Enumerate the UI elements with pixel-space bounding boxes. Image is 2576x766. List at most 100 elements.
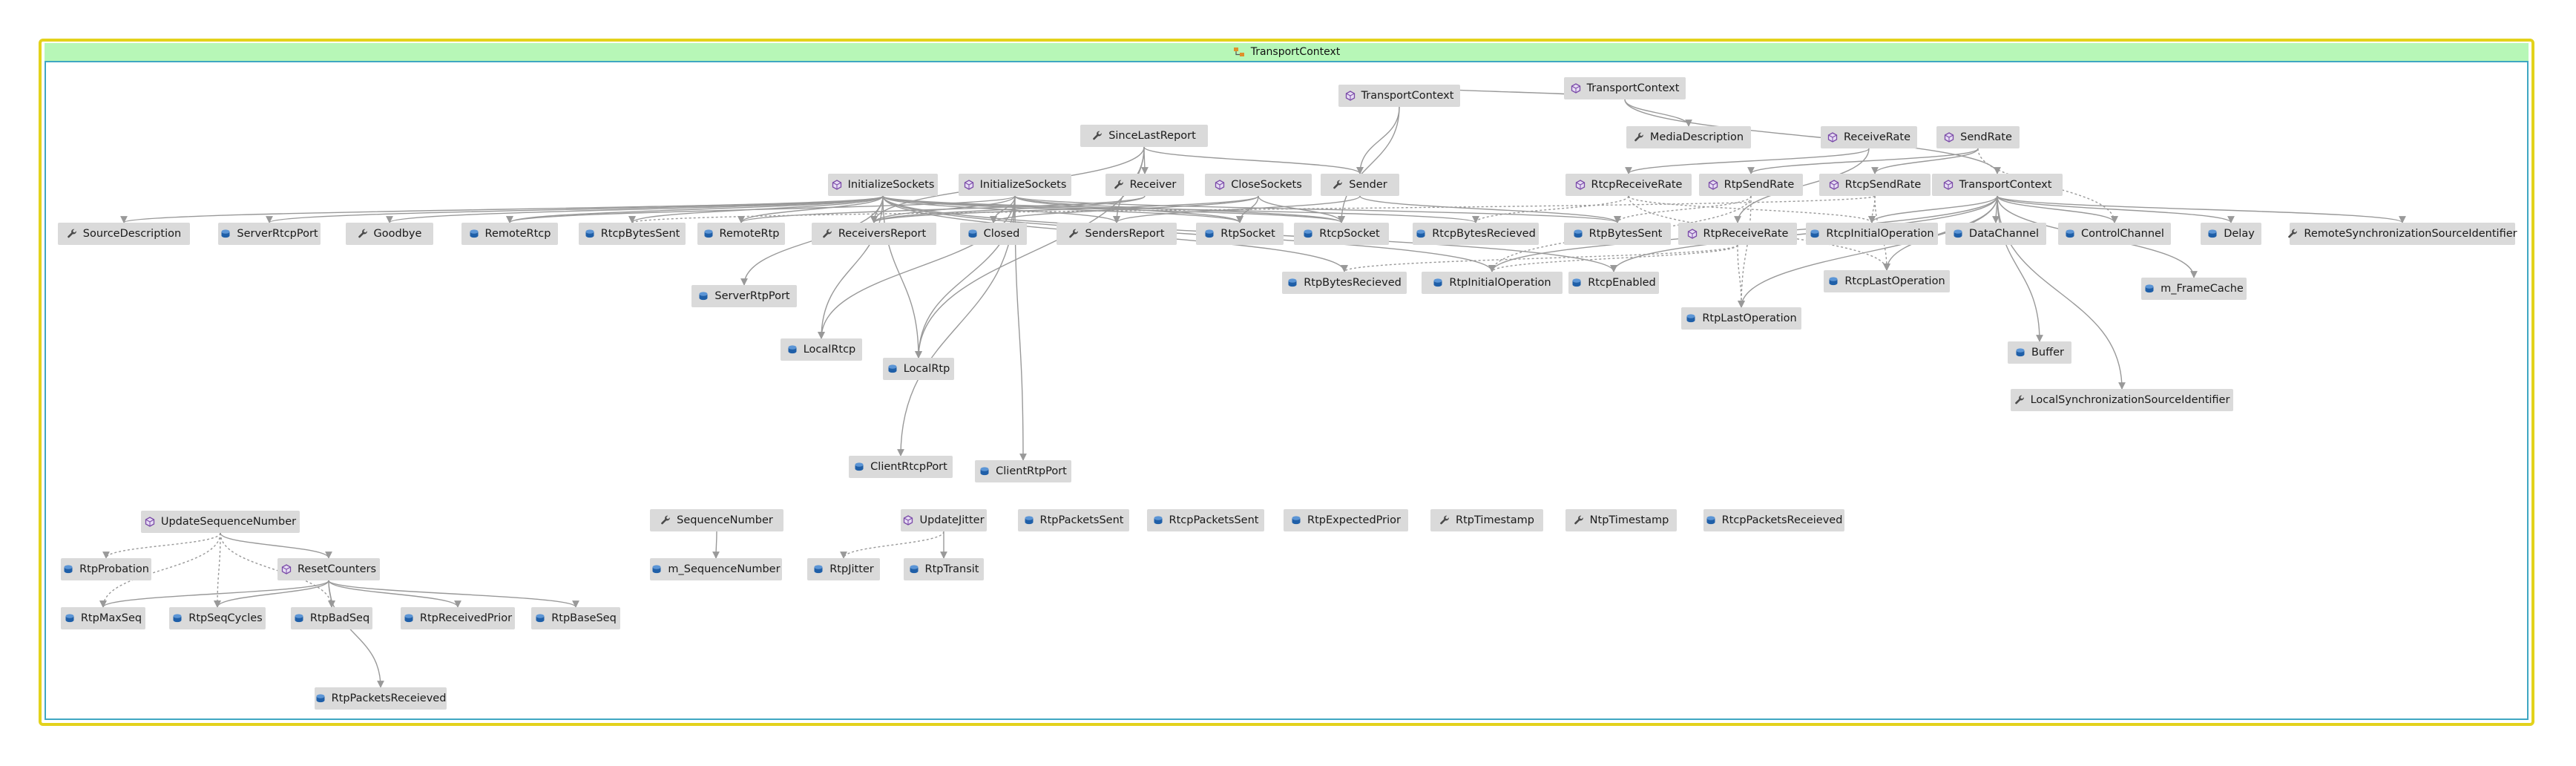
node-label: Buffer — [2031, 347, 2064, 359]
node-label: SendersReport — [1085, 228, 1165, 240]
edge-send-rate-to-rtcp-send-rate — [1871, 148, 1979, 174]
node-rtcp-receive-rate[interactable]: RtcpReceiveRate — [1565, 174, 1692, 196]
node-senders-report[interactable]: SendersReport — [1057, 223, 1177, 245]
node-rtp-receive-rate[interactable]: RtpReceiveRate — [1678, 223, 1797, 245]
node-buffer[interactable]: Buffer — [2008, 341, 2071, 364]
node-rtp-bad-seq[interactable]: RtpBadSeq — [291, 607, 372, 629]
node-close-sockets[interactable]: CloseSockets — [1205, 174, 1312, 196]
edge-initialize-sockets1-to-rtcp-socket — [882, 195, 1345, 223]
field-icon — [814, 565, 823, 574]
edge-transport-context-b-to-media-description — [1624, 99, 1692, 127]
node-m-sequence-number[interactable]: m_SequenceNumber — [650, 558, 782, 580]
node-rtp-send-rate[interactable]: RtpSendRate — [1699, 174, 1803, 196]
field-icon — [1288, 278, 1297, 287]
node-label: SendRate — [1960, 131, 2012, 143]
node-remote-rtcp[interactable]: RemoteRtcp — [461, 223, 558, 245]
node-rtcp-socket[interactable]: RtcpSocket — [1294, 223, 1389, 245]
node-rtcp-packets-sent[interactable]: RtcpPacketsSent — [1147, 509, 1264, 531]
node-rtp-probation[interactable]: RtpProbation — [61, 558, 151, 580]
node-label: RtpReceivedPrior — [419, 612, 513, 624]
node-label: RtpBytesRecieved — [1304, 277, 1402, 289]
node-closed[interactable]: Closed — [960, 223, 1027, 245]
method-icon — [964, 180, 973, 190]
node-transport-context-c[interactable]: TransportContext — [1932, 174, 2063, 196]
node-rtp-expected-prior[interactable]: RtpExpectedPrior — [1284, 509, 1408, 531]
edge-rtp-receive-rate-to-rtp-initial-operation — [1488, 244, 1738, 272]
node-label: Receiver — [1129, 179, 1177, 191]
node-initialize-sockets1[interactable]: InitializeSockets — [828, 174, 938, 196]
node-local-ssrc[interactable]: LocalSynchronizationSourceIdentifier — [2011, 389, 2233, 411]
node-rtcp-bytes-sent[interactable]: RtcpBytesSent — [579, 223, 686, 245]
diagram-title: TransportContext — [1250, 46, 1341, 58]
field-icon — [652, 565, 661, 574]
node-rtp-seq-cycles[interactable]: RtpSeqCycles — [169, 607, 266, 629]
edge-initialize-sockets1-to-local-rtp — [882, 195, 922, 359]
node-rtcp-send-rate[interactable]: RtcpSendRate — [1819, 174, 1931, 196]
field-icon — [1574, 229, 1583, 238]
node-local-rtcp[interactable]: LocalRtcp — [781, 338, 862, 361]
node-local-rtp[interactable]: LocalRtp — [883, 358, 954, 380]
method-icon — [1827, 132, 1838, 143]
node-transport-context-b[interactable]: TransportContext — [1564, 77, 1686, 99]
node-reset-counters[interactable]: ResetCounters — [277, 558, 380, 580]
node-label: RtpJitter — [829, 563, 874, 575]
edge-initialize-sockets1-to-remote-rtcp — [506, 195, 884, 223]
node-rtcp-bytes-recieved[interactable]: RtcpBytesRecieved — [1413, 223, 1539, 245]
node-label: ResetCounters — [298, 563, 377, 575]
edge-rtcp-send-rate-to-rtcp-bytes-sent — [628, 195, 1876, 223]
node-rtp-timestamp[interactable]: RtpTimestamp — [1430, 509, 1543, 531]
node-label: NtpTimestamp — [1589, 514, 1669, 526]
node-sequence-number[interactable]: SequenceNumber — [650, 509, 783, 531]
field-icon — [2066, 229, 2074, 238]
node-update-sequence-number[interactable]: UpdateSequenceNumber — [141, 511, 300, 533]
node-rtp-packets-sent[interactable]: RtpPacketsSent — [1018, 509, 1129, 531]
node-receiver[interactable]: Receiver — [1105, 174, 1184, 196]
node-rtp-base-seq[interactable]: RtpBaseSeq — [531, 607, 620, 629]
node-send-rate[interactable]: SendRate — [1936, 126, 2020, 148]
node-ntp-timestamp[interactable]: NtpTimestamp — [1565, 509, 1677, 531]
node-server-rtp-port[interactable]: ServerRtpPort — [691, 285, 797, 307]
edge-update-sequence-number-to-rtp-seq-cycles — [214, 532, 221, 608]
node-initialize-sockets2[interactable]: InitializeSockets — [959, 174, 1071, 196]
node-remote-ssrc[interactable]: RemoteSynchronizationSourceIdentifier — [2288, 223, 2517, 245]
edge-transport-context-c-to-remote-ssrc — [1997, 195, 2406, 223]
node-server-rtcp-port[interactable]: ServerRtcpPort — [218, 223, 321, 245]
node-sender[interactable]: Sender — [1321, 174, 1399, 196]
node-rtp-packets-receieved[interactable]: RtpPacketsReceieved — [315, 687, 447, 710]
node-rtp-initial-operation[interactable]: RtpInitialOperation — [1422, 272, 1563, 294]
node-delay[interactable]: Delay — [2201, 223, 2261, 245]
node-receivers-report[interactable]: ReceiversReport — [812, 223, 936, 245]
node-rtcp-enabled[interactable]: RtcpEnabled — [1568, 272, 1659, 294]
node-rtp-socket[interactable]: RtpSocket — [1196, 223, 1284, 245]
node-rtp-transit[interactable]: RtpTransit — [904, 558, 984, 580]
method-icon — [1575, 180, 1585, 190]
node-rtp-max-seq[interactable]: RtpMaxSeq — [61, 607, 145, 629]
wrench-icon — [1333, 180, 1343, 189]
node-goodbye[interactable]: Goodbye — [346, 223, 433, 245]
node-client-rtp-port[interactable]: ClientRtpPort — [975, 460, 1071, 482]
node-data-channel[interactable]: DataChannel — [1945, 223, 2046, 245]
node-rtcp-packets-receieved[interactable]: RtcpPacketsReceieved — [1703, 509, 1844, 531]
node-receive-rate[interactable]: ReceiveRate — [1821, 126, 1917, 148]
node-label: UpdateJitter — [919, 514, 985, 526]
node-update-jitter[interactable]: UpdateJitter — [901, 509, 987, 531]
node-rtp-received-prior[interactable]: RtpReceivedPrior — [401, 607, 515, 629]
node-rtp-last-operation[interactable]: RtpLastOperation — [1681, 307, 1801, 330]
node-m-frame-cache[interactable]: m_FrameCache — [2141, 278, 2247, 300]
node-rtcp-initial-operation[interactable]: RtcpInitialOperation — [1806, 223, 1938, 245]
node-source-description[interactable]: SourceDescription — [58, 223, 190, 245]
node-rtp-bytes-sent[interactable]: RtpBytesSent — [1564, 223, 1671, 245]
node-rtp-bytes-recieved[interactable]: RtpBytesRecieved — [1282, 272, 1407, 294]
node-control-channel[interactable]: ControlChannel — [2058, 223, 2171, 245]
node-since-last-report[interactable]: SinceLastReport — [1080, 125, 1208, 147]
node-remote-rtp[interactable]: RemoteRtp — [697, 223, 785, 245]
field-icon — [2145, 284, 2154, 293]
node-media-description[interactable]: MediaDescription — [1626, 126, 1751, 148]
node-transport-context-a[interactable]: TransportContext — [1338, 85, 1460, 107]
node-client-rtcp-port[interactable]: ClientRtcpPort — [849, 456, 953, 478]
node-rtcp-last-operation[interactable]: RtcpLastOperation — [1824, 270, 1950, 292]
field-icon — [64, 565, 73, 574]
method-icon — [1215, 180, 1225, 190]
edge-update-sequence-number-to-rtp-probation — [102, 532, 221, 559]
node-rtp-jitter[interactable]: RtpJitter — [807, 558, 880, 580]
